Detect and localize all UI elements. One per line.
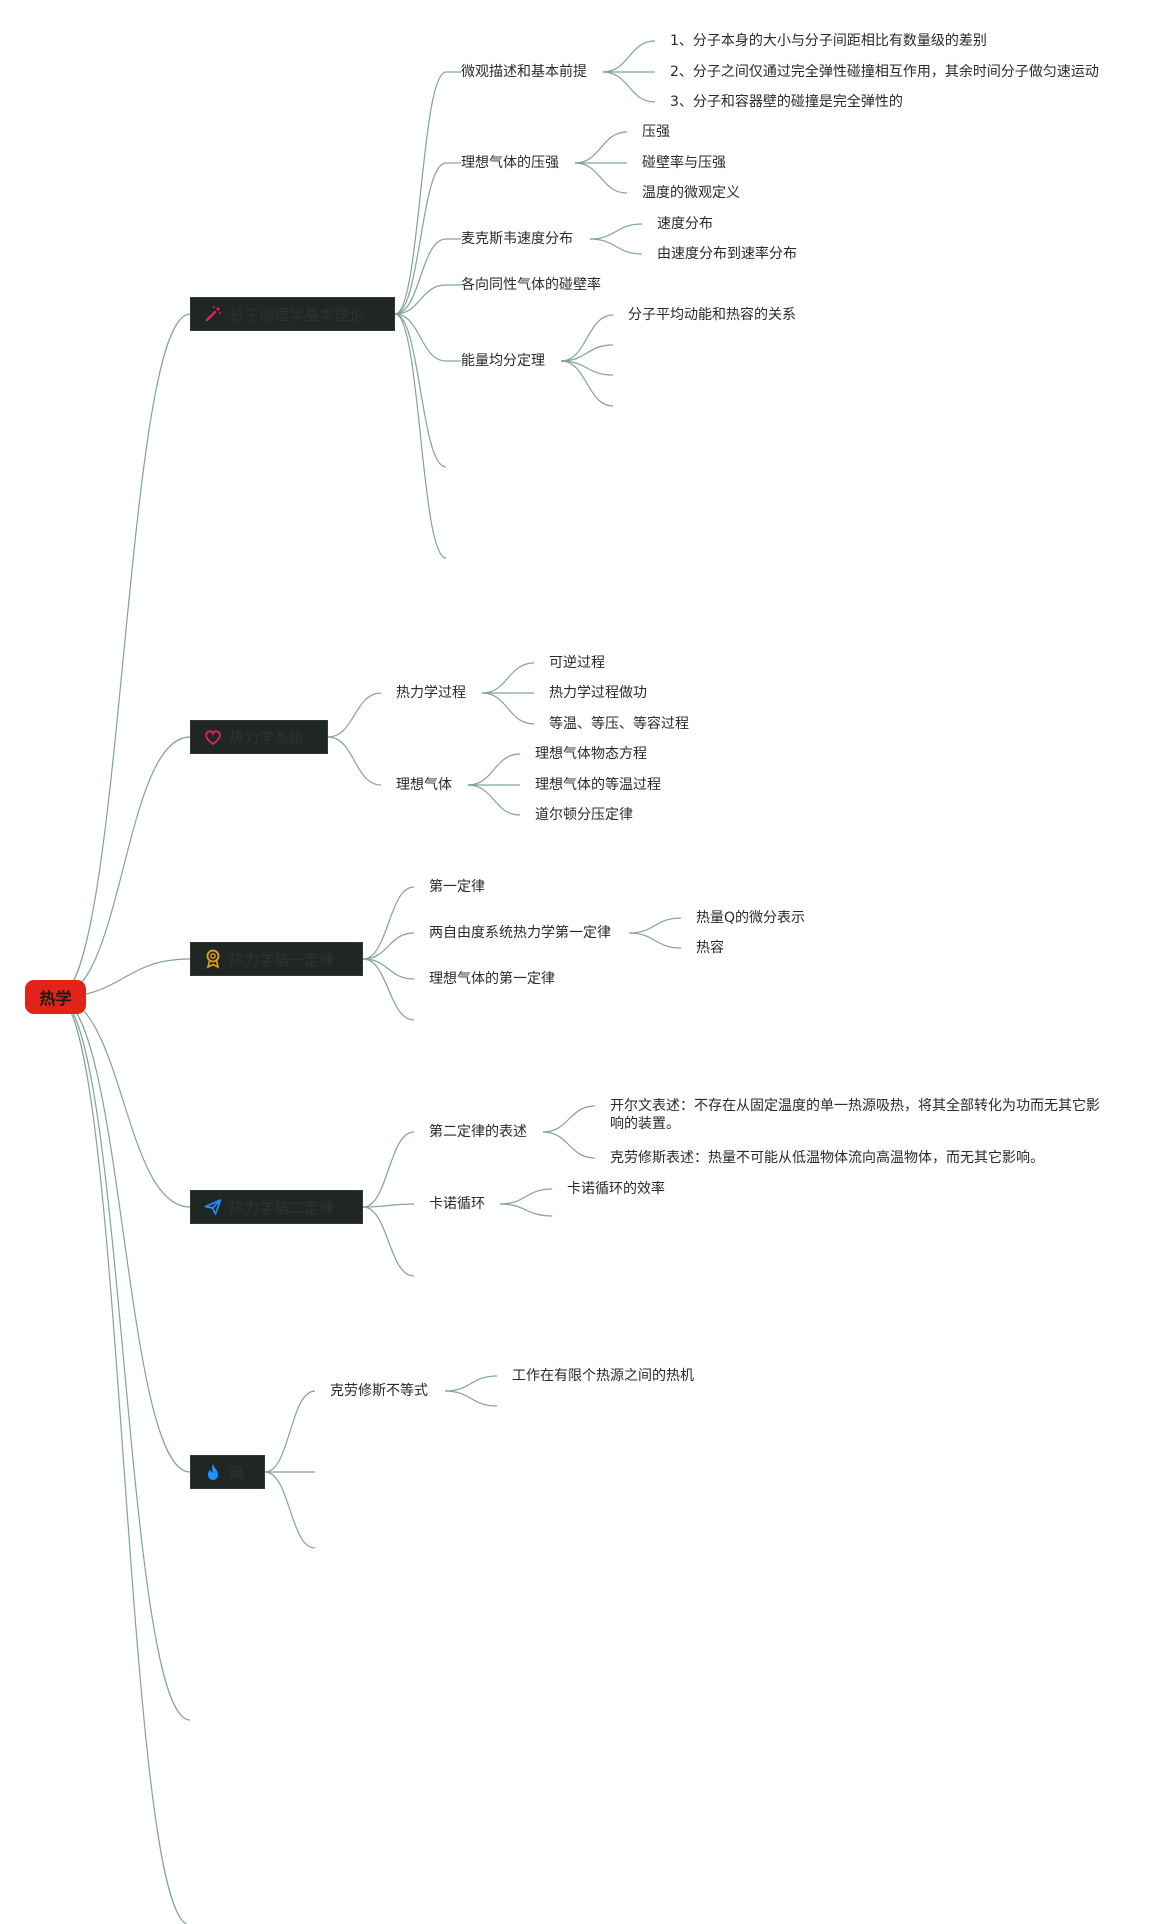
- branch-node-first-law[interactable]: 热力学第一定律: [190, 942, 363, 976]
- connector-curve: [264, 1471, 316, 1549]
- connector-curve: [394, 284, 447, 315]
- connector-curve: [542, 1131, 596, 1159]
- subtopic-clausius-statement[interactable]: 克劳修斯表述：热量不可能从低温物体流向高温物体，而无其它影响。: [610, 1150, 1044, 1166]
- subtopic-process-work[interactable]: 热力学过程做功: [549, 685, 647, 701]
- branch-node-thermo-system[interactable]: 热力学系统: [190, 720, 328, 754]
- connector-curve: [362, 932, 415, 960]
- connector-curve: [589, 223, 643, 240]
- connector-curve: [444, 1390, 498, 1407]
- connector-curve: [327, 736, 382, 786]
- connector-curve: [574, 162, 628, 194]
- subtopic-dalton-law[interactable]: 道尔顿分压定律: [535, 807, 633, 823]
- branch-node-kinetic-theory[interactable]: 分子动理学基本理论: [190, 297, 395, 331]
- connector-curve: [499, 1203, 553, 1217]
- subtopic-speed-distribution[interactable]: 由速度分布到速率分布: [657, 246, 797, 262]
- topic-microscopic-premise[interactable]: 微观描述和基本前提: [461, 64, 587, 80]
- connector-curve: [56, 736, 191, 998]
- connector-curve: [394, 238, 447, 315]
- connector-curve: [574, 131, 628, 164]
- subtopic-carnot-efficiency[interactable]: 卡诺循环的效率: [567, 1181, 665, 1197]
- branch-node-second-law[interactable]: 热力学第二定律: [190, 1190, 363, 1224]
- connector-curve: [444, 1375, 498, 1392]
- connector-curve: [362, 886, 415, 960]
- connector-curve: [560, 344, 614, 362]
- connector-curve: [394, 313, 447, 468]
- branch-label: 热力学系统: [229, 728, 305, 747]
- connector-curve: [560, 314, 614, 362]
- connector-curve: [394, 313, 447, 362]
- connector-curve: [542, 1105, 596, 1133]
- heart-icon: [203, 727, 223, 747]
- subtopic-premise-1[interactable]: 1、分子本身的大小与分子间距相比有数量级的差别: [670, 33, 987, 49]
- connector-curve: [362, 958, 415, 1021]
- subtopic-kelvin-statement[interactable]: 开尔文表述：不存在从固定温度的单一热源吸热，将其全部转化为功而无其它影响的装置。: [610, 1098, 1100, 1132]
- subtopic-kinetic-energy-heat-capacity[interactable]: 分子平均动能和热容的关系: [628, 307, 796, 323]
- branch-label: 分子动理学基本理论: [229, 305, 365, 324]
- connector-curve: [467, 784, 521, 816]
- branch-node-entropy[interactable]: 熵: [190, 1455, 265, 1489]
- connector-curve: [481, 662, 535, 694]
- subtopic-temperature-definition[interactable]: 温度的微观定义: [642, 185, 740, 201]
- root-node[interactable]: 热学: [25, 980, 86, 1014]
- connector-curve: [264, 1390, 316, 1473]
- subtopic-premise-3[interactable]: 3、分子和容器壁的碰撞是完全弹性的: [670, 94, 903, 110]
- paper-plane-icon: [203, 1197, 223, 1217]
- topic-carnot-cycle[interactable]: 卡诺循环: [429, 1196, 485, 1212]
- topic-two-dof-first-law[interactable]: 两自由度系统热力学第一定律: [429, 925, 611, 941]
- connector-curve: [628, 917, 682, 934]
- connector-curve: [602, 40, 656, 73]
- connector-curve: [56, 996, 191, 1473]
- connector-curve: [589, 238, 643, 255]
- topic-ideal-gas[interactable]: 理想气体: [396, 777, 452, 793]
- connector-curve: [560, 360, 614, 376]
- connector-curve: [56, 996, 191, 1721]
- connector-curve: [467, 753, 521, 786]
- connector-curve: [394, 71, 447, 315]
- connector-curve: [602, 71, 656, 103]
- topic-first-law[interactable]: 第一定律: [429, 879, 485, 895]
- subtopic-equation-of-state[interactable]: 理想气体物态方程: [535, 746, 647, 762]
- award-icon: [203, 949, 223, 969]
- branch-label: 热力学第一定律: [229, 950, 335, 969]
- connector-curve: [499, 1188, 553, 1205]
- branch-label: 热力学第二定律: [229, 1198, 335, 1217]
- subtopic-collision-rate[interactable]: 碰壁率与压强: [642, 155, 726, 171]
- topic-thermo-process[interactable]: 热力学过程: [396, 685, 466, 701]
- connector-curve: [394, 162, 447, 315]
- subtopic-isothermal-process[interactable]: 理想气体的等温过程: [535, 777, 661, 793]
- connector-curve: [481, 692, 535, 725]
- connector-curve: [394, 313, 447, 559]
- subtopic-premise-2[interactable]: 2、分子之间仅通过完全弹性碰撞相互作用，其余时间分子做匀速运动: [670, 64, 1099, 80]
- branch-label: 熵: [229, 1463, 245, 1482]
- subtopic-finite-reservoir-engine[interactable]: 工作在有限个热源之间的热机: [512, 1368, 694, 1384]
- connector-curve: [362, 1203, 415, 1208]
- connector-curve: [362, 1131, 415, 1208]
- connector-curve: [327, 692, 382, 738]
- topic-maxwell-distribution[interactable]: 麦克斯韦速度分布: [461, 231, 573, 247]
- subtopic-heat-capacity[interactable]: 热容: [696, 940, 724, 956]
- topic-isotropic-collision-rate[interactable]: 各向同性气体的碰壁率: [461, 277, 601, 293]
- subtopic-pressure[interactable]: 压强: [642, 124, 670, 140]
- topic-equipartition[interactable]: 能量均分定理: [461, 353, 545, 369]
- subtopic-velocity-distribution[interactable]: 速度分布: [657, 216, 713, 232]
- subtopic-iso-processes[interactable]: 等温、等压、等容过程: [549, 716, 689, 732]
- connector-curve: [362, 958, 415, 980]
- subtopic-reversible-process[interactable]: 可逆过程: [549, 655, 605, 671]
- connector-curve: [362, 1206, 415, 1277]
- topic-second-law-statements[interactable]: 第二定律的表述: [429, 1124, 527, 1140]
- connector-curve: [56, 313, 191, 998]
- connector-curve: [56, 996, 190, 1924]
- subtopic-heat-differential[interactable]: 热量Q的微分表示: [696, 910, 806, 926]
- topic-clausius-inequality[interactable]: 克劳修斯不等式: [330, 1383, 428, 1399]
- topic-ideal-gas-pressure[interactable]: 理想气体的压强: [461, 155, 559, 171]
- connector-curve: [628, 932, 682, 949]
- topic-ideal-gas-first-law[interactable]: 理想气体的第一定律: [429, 971, 555, 987]
- fire-icon: [203, 1462, 223, 1482]
- magic-wand-icon: [203, 304, 223, 324]
- connector-curve: [560, 360, 614, 407]
